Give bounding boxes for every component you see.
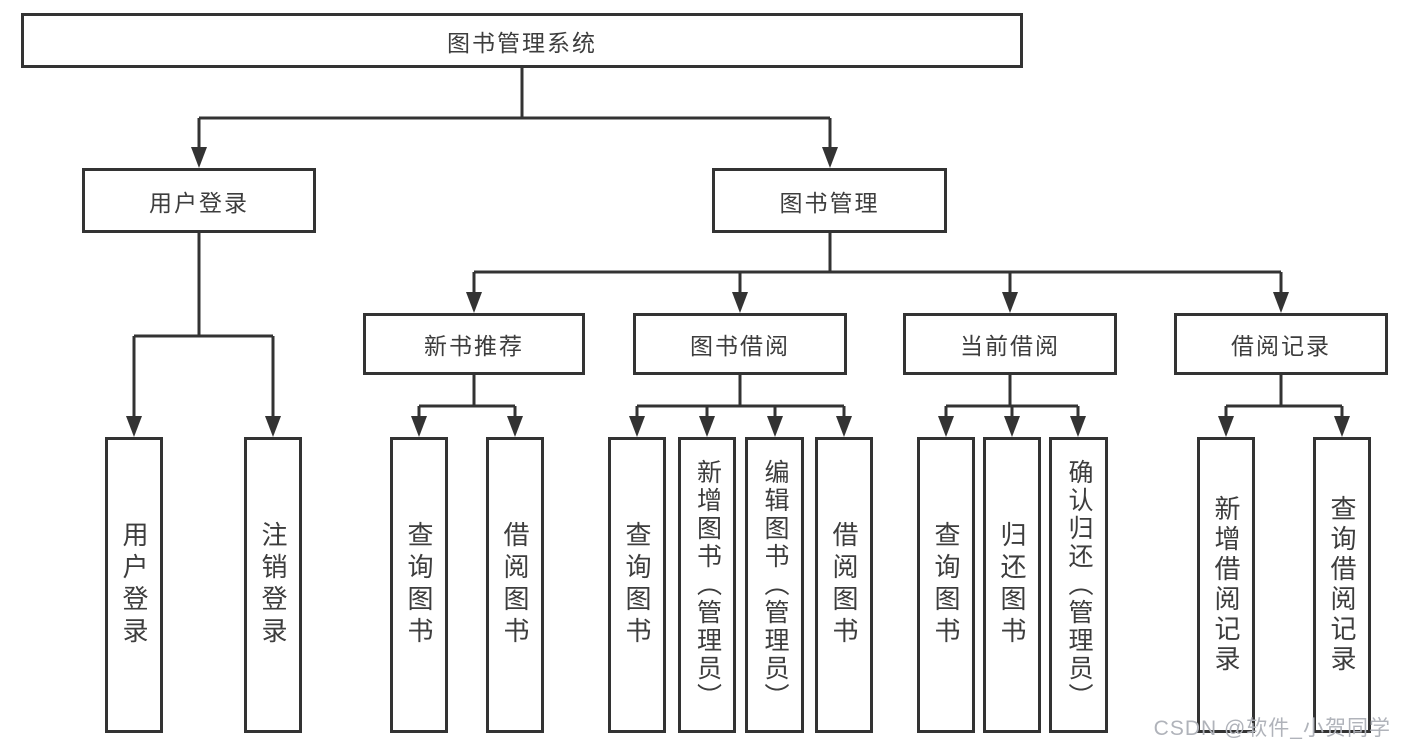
leaf-query-borrow-record: 查询借阅记录	[1313, 437, 1371, 733]
leaf-confirm-return-admin-label: 确认归还（管理员）	[1065, 459, 1093, 711]
leaf-borrow-books-label: 借阅图书	[829, 521, 859, 649]
node-user-login-label: 用户登录	[149, 189, 249, 216]
leaf-return-book: 归还图书	[983, 437, 1041, 733]
node-book-borrow: 图书借阅	[633, 313, 847, 375]
node-book-borrow-label: 图书借阅	[690, 333, 790, 359]
leaf-add-book-admin-label: 新增图书（管理员）	[693, 459, 722, 711]
leaf-borrow-books-recommend-label: 借阅图书	[500, 521, 530, 649]
node-new-book-recommend-label: 新书推荐	[424, 333, 524, 359]
node-new-book-recommend: 新书推荐	[363, 313, 585, 375]
leaf-query-books-borrow-label: 查询图书	[622, 521, 652, 649]
leaf-add-borrow-record: 新增借阅记录	[1197, 437, 1255, 733]
node-root: 图书管理系统	[21, 13, 1023, 68]
leaf-query-borrow-record-label: 查询借阅记录	[1327, 495, 1357, 675]
leaf-borrow-books: 借阅图书	[815, 437, 873, 733]
leaf-add-book-admin: 新增图书（管理员）	[678, 437, 736, 733]
node-borrow-records: 借阅记录	[1174, 313, 1388, 375]
leaf-user-login-label: 用户登录	[119, 521, 149, 649]
leaf-edit-book-admin: 编辑图书（管理员）	[745, 437, 804, 733]
node-root-label: 图书管理系统	[447, 29, 597, 56]
node-book-management-label: 图书管理	[779, 189, 880, 216]
leaf-edit-book-admin-label: 编辑图书（管理员）	[761, 459, 789, 711]
leaf-borrow-books-recommend: 借阅图书	[486, 437, 544, 733]
node-current-borrow-label: 当前借阅	[960, 333, 1060, 359]
node-borrow-records-label: 借阅记录	[1231, 333, 1331, 359]
node-user-login: 用户登录	[82, 168, 316, 233]
node-current-borrow: 当前借阅	[903, 313, 1117, 375]
leaf-confirm-return-admin: 确认归还（管理员）	[1049, 437, 1108, 733]
leaf-return-book-label: 归还图书	[997, 521, 1027, 649]
leaf-query-books-borrow: 查询图书	[608, 437, 666, 733]
node-book-management: 图书管理	[712, 168, 947, 233]
leaf-user-login: 用户登录	[105, 437, 163, 733]
leaf-query-books-recommend-label: 查询图书	[404, 521, 434, 649]
leaf-logout-label: 注销登录	[258, 521, 288, 649]
leaf-query-books-recommend: 查询图书	[390, 437, 448, 733]
csdn-watermark: CSDN @软件_小贺同学	[1153, 717, 1391, 740]
leaf-query-books-current-label: 查询图书	[931, 521, 961, 649]
leaf-logout: 注销登录	[244, 437, 302, 733]
leaf-query-books-current: 查询图书	[917, 437, 975, 733]
leaf-add-borrow-record-label: 新增借阅记录	[1211, 495, 1241, 675]
